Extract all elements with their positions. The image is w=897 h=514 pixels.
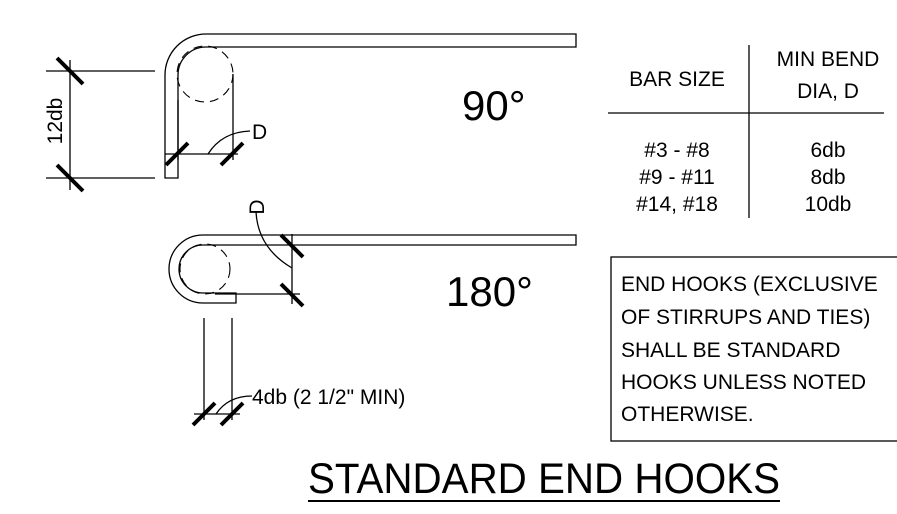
table-header-bend-line1: MIN BEND [777, 48, 880, 71]
hook-180-d-label: D [246, 199, 269, 214]
note-box-border [610, 256, 897, 442]
note-line: HOOKS UNLESS NOTED [621, 371, 866, 394]
hook-180-d-leader [255, 211, 293, 269]
hook-90-detail: 12db D 90° [44, 33, 577, 193]
table-header-bend-line2: DIA, D [797, 80, 859, 103]
note-line: OTHERWISE. [621, 403, 754, 426]
table-row-bend: 10db [805, 193, 852, 216]
note-line: END HOOKS (EXCLUSIVE [621, 273, 878, 296]
note-line: SHALL BE STANDARD [621, 339, 840, 362]
hook-180-4db-tick-left [191, 401, 217, 427]
hook-180-d-tick-top [279, 233, 305, 259]
hook-90-12db-tick-top [55, 56, 85, 86]
table-row-bar-size: #9 - #11 [639, 166, 715, 189]
hook-90-d-tick-right [219, 141, 245, 167]
table-row-bend: 6db [810, 139, 845, 162]
note-line: OF STIRRUPS AND TIES) [621, 306, 870, 329]
hook-180-angle-label: 180° [446, 268, 533, 315]
hook-90-bar-outer [164, 33, 577, 179]
table-row-bar-size: #14, #18 [636, 193, 718, 216]
table-header-bar-size: BAR SIZE [629, 68, 725, 91]
table-row-bend: 8db [810, 166, 845, 189]
table-row-bar-size: #3 - #8 [644, 139, 709, 162]
hook-180-4db-tick-right [219, 401, 245, 427]
title-text: STANDARD END HOOKS [308, 455, 780, 503]
note-box: END HOOKS (EXCLUSIVE OF STIRRUPS AND TIE… [610, 256, 897, 442]
hook-90-d-label: D [252, 121, 267, 144]
hook-180-detail: D 4db (2 1/2" MIN) 180° [168, 199, 577, 427]
hook-180-4db-leader [215, 395, 253, 415]
hook-180-bend-circle [179, 243, 231, 295]
drawing-title: STANDARD END HOOKS [308, 455, 780, 503]
hook-90-12db-label: 12db [44, 98, 67, 145]
hook-90-angle-label: 90° [462, 82, 526, 129]
hook-180-4db-label: 4db (2 1/2" MIN) [252, 386, 405, 409]
min-bend-table: BAR SIZE MIN BEND DIA, D #3 - #8 6db #9 … [608, 45, 884, 218]
hook-90-d-leader [207, 130, 251, 155]
hook-90-d-tick-left [164, 141, 190, 167]
hook-180-d-tick-bottom [279, 282, 305, 308]
hook-90-12db-tick-bottom [55, 163, 85, 193]
hook-90-bend-circle [176, 45, 234, 103]
